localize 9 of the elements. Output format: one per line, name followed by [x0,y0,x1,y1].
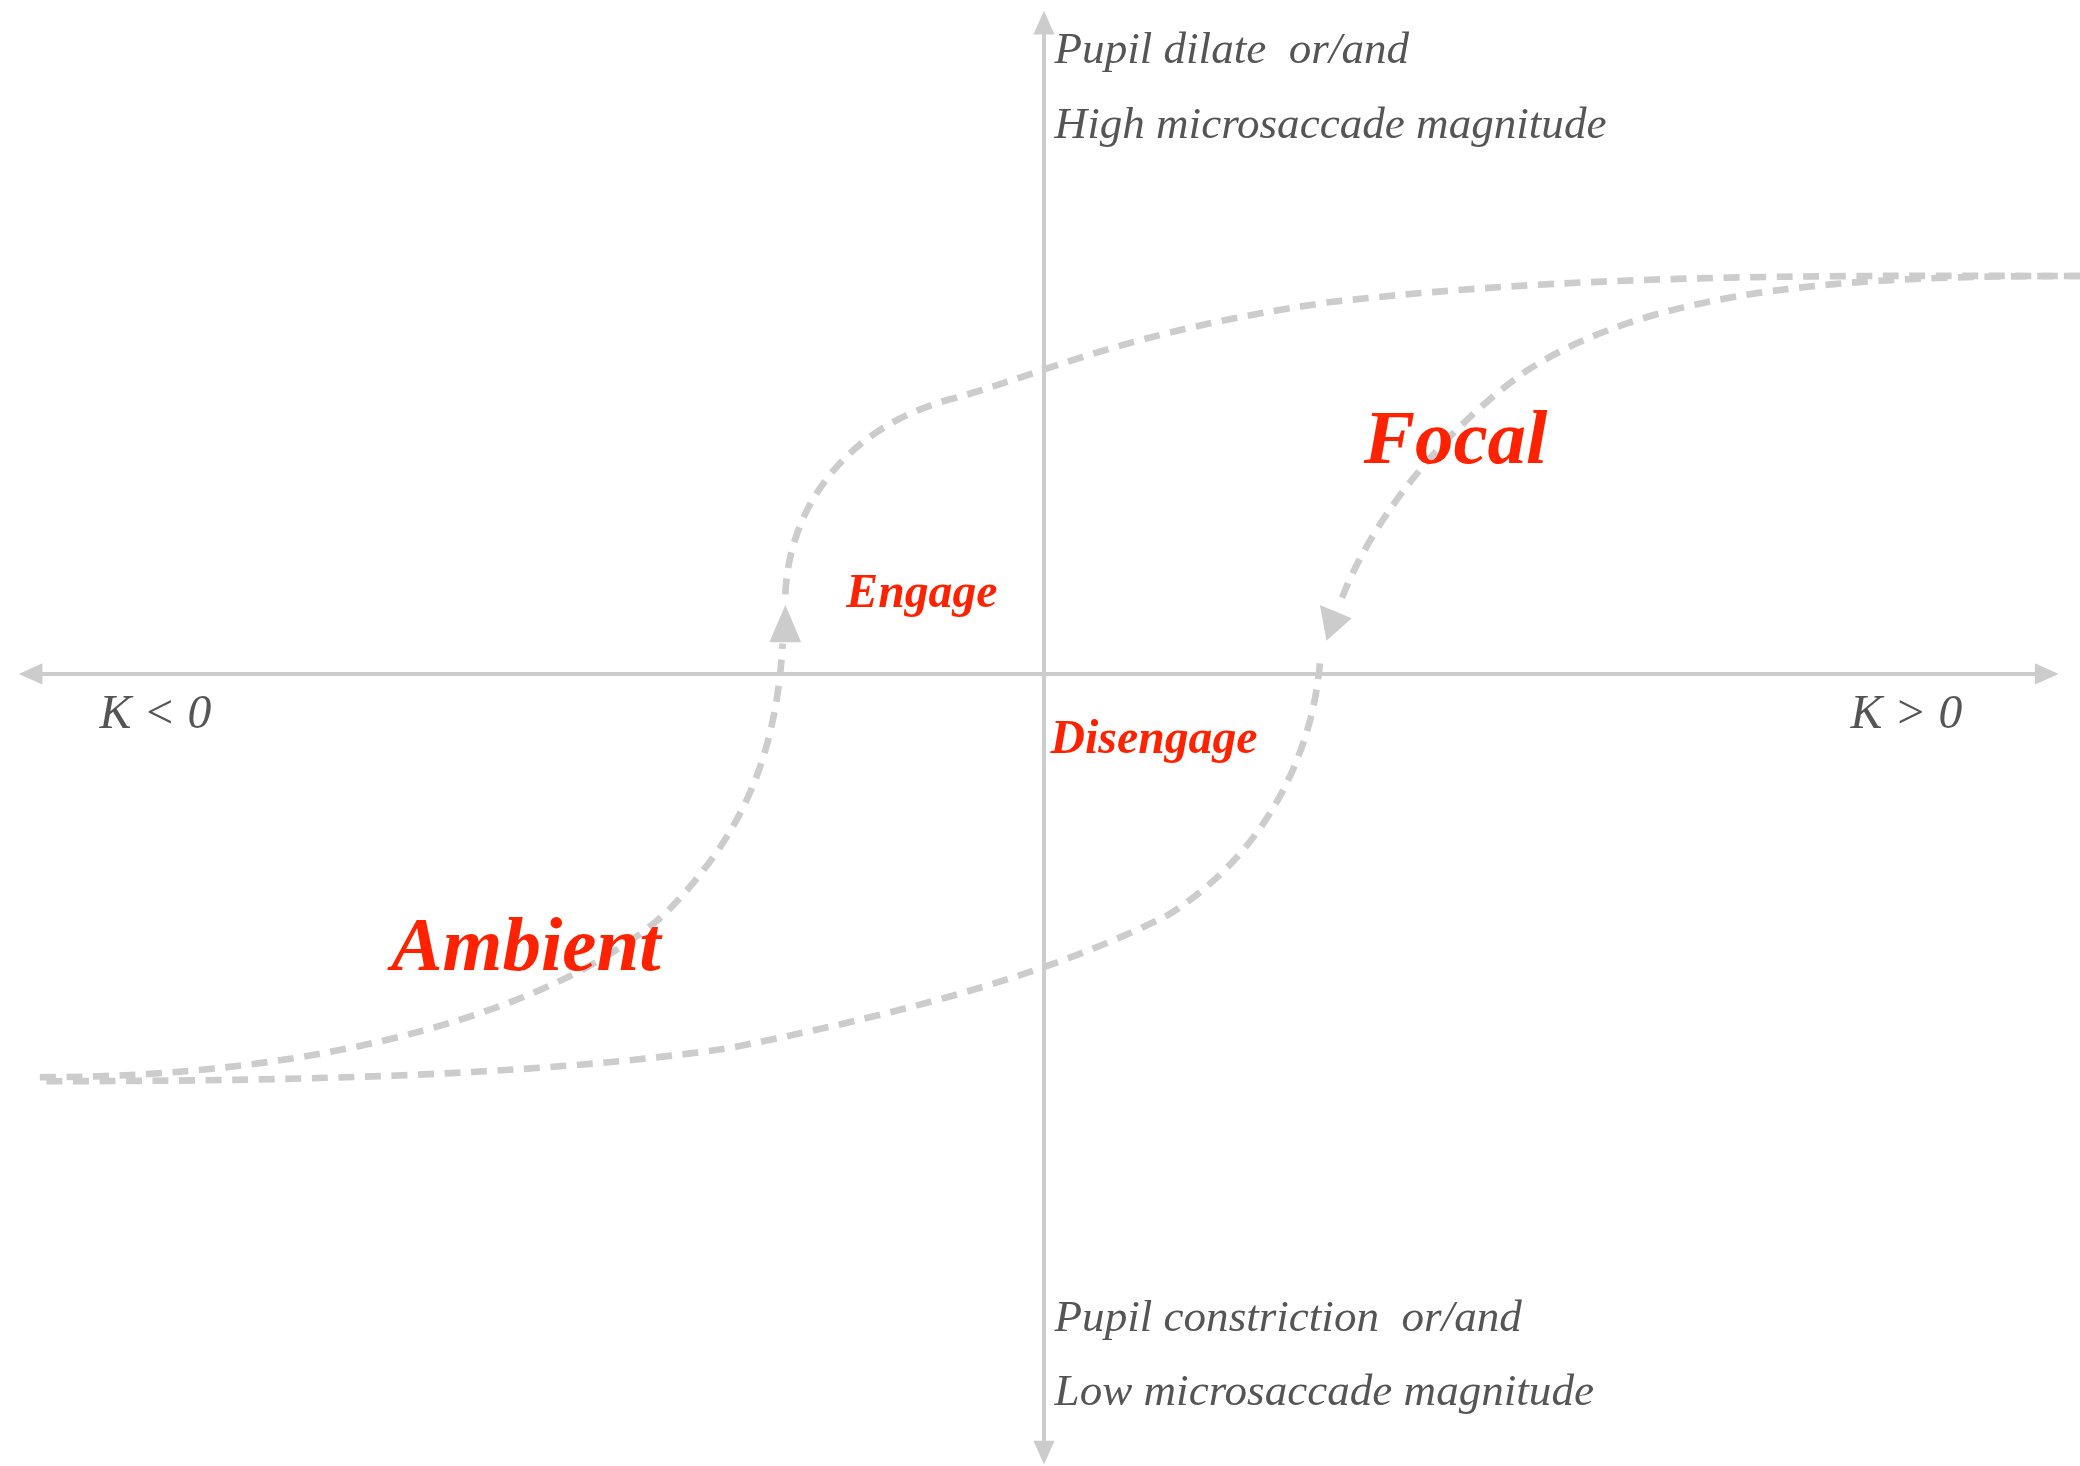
axis-label: Pupil constriction or/and [1054,1292,1522,1342]
axis-label: K < 0 [99,685,212,739]
axis-label: High microsaccade magnitude [1054,99,1607,150]
region-label: Focal [1363,395,1548,480]
axis-label: Low microsaccade magnitude [1054,1366,1594,1416]
transition-label: Engage [846,565,998,618]
transition-label: Disengage [1050,711,1258,764]
axis-label: K > 0 [1850,685,1963,739]
axis-label: Pupil dilate or/and [1054,23,1410,74]
